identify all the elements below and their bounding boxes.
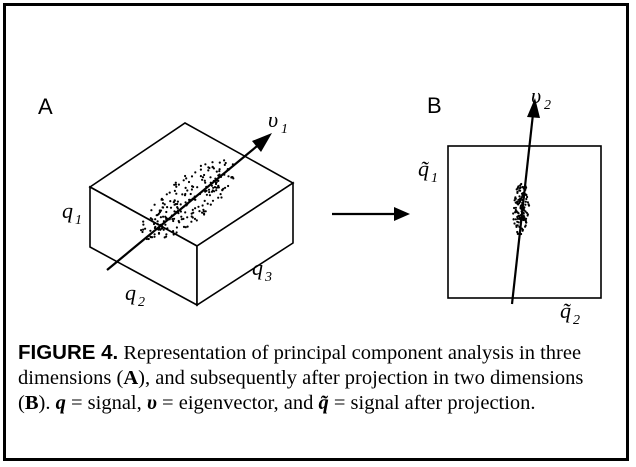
figure-caption: FIGURE 4. Representation of principal co… — [18, 340, 618, 416]
label-q1: q — [62, 198, 73, 223]
caption-symbol-qtilde: q̃ — [318, 392, 329, 414]
label-upsilon-2: υ — [531, 83, 541, 108]
pca-figure: A υ 1 q 1 q 2 q 3 B υ 2 q̃ 1 — [38, 83, 602, 328]
label-upsilon-2-sub: 2 — [544, 98, 551, 113]
projection-square — [447, 145, 602, 299]
caption-ref-b: B — [24, 392, 39, 414]
box-right-face — [196, 181, 294, 307]
label-qtilde-1: q̃ — [418, 156, 429, 181]
label-q3: q — [252, 255, 263, 280]
eigenvector-arrow-v1 — [106, 141, 263, 271]
caption-ref-a: A — [123, 367, 139, 389]
arrow-head-v1 — [252, 133, 272, 152]
caption-symbol-q: q — [55, 392, 66, 414]
caption-text-5: = eigenvector, and — [156, 392, 319, 414]
caption-text-6: = signal after projection. — [328, 392, 536, 414]
transition-arrow — [332, 207, 410, 221]
panel-b-label: B — [427, 93, 442, 118]
label-q2-sub: 2 — [138, 295, 145, 310]
panel-b: B υ 2 q̃ 1 q̃ 2 — [418, 83, 602, 328]
panel-a-label: A — [38, 94, 53, 119]
caption-figure-label: FIGURE 4. — [18, 341, 119, 364]
panel-a: A υ 1 q 1 q 2 q 3 — [38, 94, 295, 310]
data-cloud-3d — [140, 159, 235, 241]
caption-symbol-upsilon: υ — [146, 392, 157, 414]
label-qtilde-2: q̃ — [560, 298, 571, 323]
label-q2: q — [125, 280, 136, 305]
caption-text-2: ), and subsequently after projection in … — [18, 367, 584, 414]
caption-text-3: ). — [38, 392, 56, 414]
caption-text-4: = signal, — [65, 392, 147, 414]
arrow-head-v2 — [527, 98, 540, 118]
label-qtilde-1-sub: 1 — [431, 171, 438, 186]
label-q3-sub: 3 — [264, 270, 272, 285]
label-upsilon-1-sub: 1 — [281, 122, 288, 137]
caption-text-1: Representation of principal component an… — [18, 342, 582, 389]
label-q1-sub: 1 — [75, 213, 82, 228]
label-upsilon-1: υ — [268, 107, 278, 132]
eigenvector-arrow-v2 — [510, 113, 535, 305]
label-qtilde-2-sub: 2 — [573, 313, 580, 328]
